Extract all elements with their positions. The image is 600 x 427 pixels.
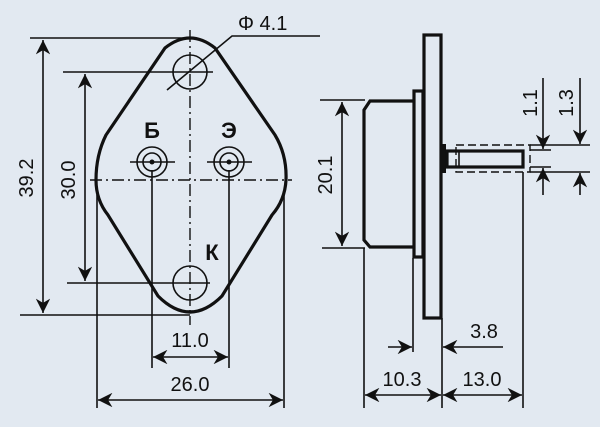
dim-can-height: 20.1 [315,156,337,195]
step-plate [412,89,425,259]
case-outline [94,36,288,314]
dim-flange: 3.8 [470,321,498,343]
pin-stub [442,144,446,173]
flange [422,33,443,320]
dim-pin-length: 13.0 [463,369,502,391]
dim-hole-spacing: 30.0 [58,161,80,200]
front-view: Б Э К Φ 4.1 39.2 30.0 11.0 26.0 [16,13,320,408]
label-collector: К [205,240,219,265]
dim-pin-spacing: 11.0 [171,330,208,352]
dim-pin-dia: 1.1 [520,89,542,117]
dim-body-depth: 10.3 [383,369,422,391]
pin-envelope [455,144,531,173]
dim-pin-dia-outer: 1.3 [556,89,578,117]
dim-height-total: 39.2 [16,159,38,198]
label-emitter: Э [221,118,237,143]
can [362,99,413,249]
pin [445,149,525,169]
label-base: Б [144,118,160,143]
dim-hole-diameter: Φ 4.1 [238,13,287,35]
side-view: 20.1 1.1 1.3 3.8 10.3 13.0 [315,33,590,408]
dim-width: 26.0 [171,374,210,396]
